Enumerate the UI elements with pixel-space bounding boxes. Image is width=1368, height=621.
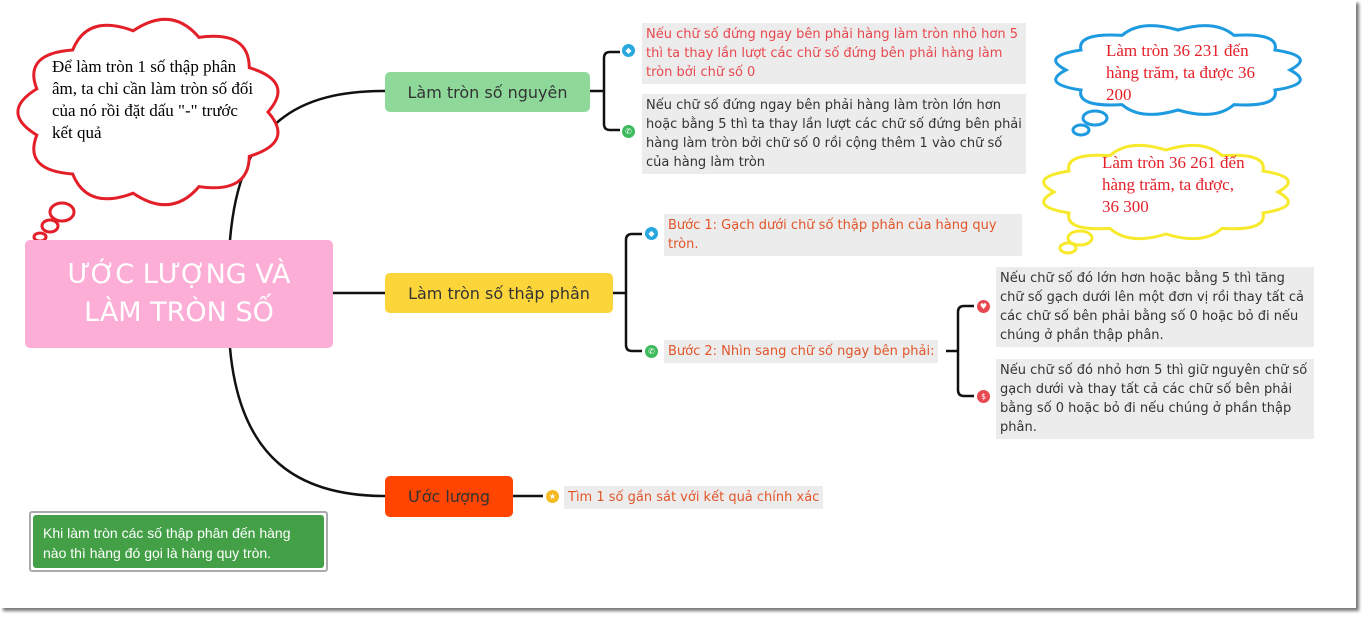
connector-central-to-estimate (228, 347, 386, 498)
bracket-decimal (613, 232, 642, 353)
leaf-decimal-step-1[interactable]: Bước 1: Gạch dưới chữ số thập phân của h… (664, 214, 1022, 256)
cloud-example-36261-tail-bubble (1058, 241, 1078, 255)
leaf-step2-greater-equal-5[interactable]: Nếu chữ số đó lớn hơn hoặc bằng 5 thì tă… (996, 267, 1314, 347)
leaf-decimal-step-2[interactable]: Bước 2: Nhìn sang chữ số ngay bên phải: (664, 340, 939, 363)
cloud-example-36261-text: Làm tròn 36 261 đến hàng trăm, ta được, … (1102, 153, 1245, 216)
dollar-icon: $ (977, 390, 990, 403)
cloud-negative-decimal-tail-bubble (48, 201, 76, 223)
cloud-example-36231-tail-bubble (1081, 109, 1109, 127)
star-icon: ★ (546, 490, 559, 503)
heart-icon: ♥ (977, 300, 990, 313)
cloud-example-36231-tail-bubble (1071, 123, 1091, 137)
diamond-icon: ◆ (645, 227, 658, 240)
bracket-integer (590, 50, 620, 132)
central-topic[interactable]: ƯỚC LƯỢNG VÀ LÀM TRÒN SỐ (25, 240, 333, 348)
cloud-example-36231-outline (1054, 24, 1302, 116)
leaf-estimation[interactable]: Tìm 1 số gần sát với kết quả chính xác (564, 486, 824, 509)
cloud-negative-decimal-text: Để làm tròn 1 số thập phân âm, ta chỉ cầ… (52, 57, 254, 142)
leaf-integer-less-than-5[interactable]: Nếu chữ số đứng ngay bên phải hàng làm t… (642, 23, 1026, 84)
branch-decimal-rounding[interactable]: Làm tròn số thập phân (385, 273, 613, 313)
branch-integer-rounding[interactable]: Làm tròn số nguyên (385, 72, 590, 112)
cloud-negative-decimal-tail-bubble (40, 218, 60, 234)
diamond-icon: ◆ (622, 44, 635, 57)
leaf-integer-greater-equal-5[interactable]: Nếu chữ số đứng ngay bên phải hàng làm t… (642, 94, 1026, 174)
cloud-example-36231-text: Làm tròn 36 231 đến hàng trăm, ta được 3… (1106, 41, 1255, 104)
cloud-example-36261-outline (1042, 143, 1290, 241)
bracket-step2 (946, 304, 974, 398)
leaf-step2-less-than-5[interactable]: Nếu chữ số đó nhỏ hơn 5 thì giữ nguyên c… (996, 359, 1314, 439)
branch-estimation[interactable]: Ước lượng (385, 476, 513, 517)
note-rounding-place[interactable]: Khi làm tròn các số thập phân đến hàng n… (29, 511, 328, 572)
cloud-example-36261-tail-bubble (1066, 229, 1094, 247)
connector-central-to-integer (228, 89, 386, 241)
phone-icon: ✆ (645, 345, 658, 358)
phone-icon: ✆ (622, 125, 635, 138)
cloud-negative-decimal-outline (16, 17, 280, 207)
